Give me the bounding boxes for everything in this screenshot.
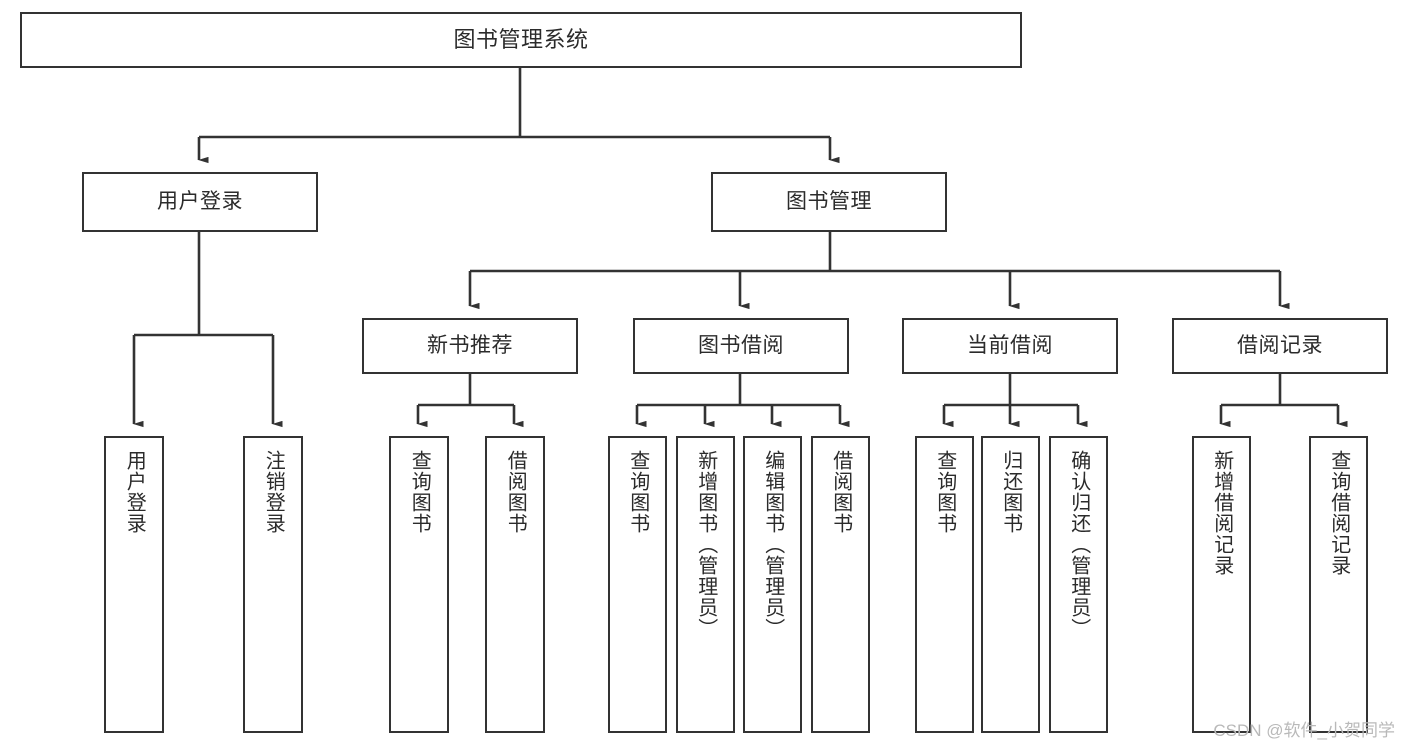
node-label: 编辑图书（管理员）: [761, 450, 784, 639]
leaf-borrow-record-add[interactable]: 新增借阅记录: [1192, 436, 1251, 733]
leaf-current-borrow-confirm-return[interactable]: 确认归还（管理员）: [1049, 436, 1108, 733]
node-label: 新增借阅记录: [1210, 450, 1233, 576]
leaf-current-borrow-query[interactable]: 查询图书: [915, 436, 974, 733]
leaf-new-book-query[interactable]: 查询图书: [389, 436, 449, 733]
node-root-system[interactable]: 图书管理系统: [20, 12, 1022, 68]
node-borrow-record[interactable]: 借阅记录: [1172, 318, 1388, 374]
node-label: 新增图书（管理员）: [694, 450, 717, 639]
node-label: 当前借阅: [967, 334, 1053, 358]
node-label: 新书推荐: [427, 334, 513, 358]
leaf-borrow-record-query[interactable]: 查询借阅记录: [1309, 436, 1368, 733]
node-label: 图书管理: [786, 190, 872, 214]
node-label: 借阅图书: [829, 450, 852, 534]
node-label: 查询借阅记录: [1327, 450, 1350, 576]
node-label: 借阅图书: [504, 450, 527, 534]
leaf-book-borrow-edit[interactable]: 编辑图书（管理员）: [743, 436, 802, 733]
node-new-book-recommend[interactable]: 新书推荐: [362, 318, 578, 374]
node-label: 确认归还（管理员）: [1067, 450, 1090, 639]
leaf-new-book-borrow[interactable]: 借阅图书: [485, 436, 545, 733]
node-label: 借阅记录: [1237, 334, 1323, 358]
node-book-management[interactable]: 图书管理: [711, 172, 947, 232]
leaf-current-borrow-return[interactable]: 归还图书: [981, 436, 1040, 733]
leaf-user-login-logout[interactable]: 注销登录: [243, 436, 303, 733]
node-label: 归还图书: [999, 450, 1022, 534]
leaf-book-borrow-borrow[interactable]: 借阅图书: [811, 436, 870, 733]
watermark: CSDN @软件_小贺同学: [1213, 721, 1395, 740]
node-book-borrow[interactable]: 图书借阅: [633, 318, 849, 374]
node-label: 查询图书: [626, 450, 649, 534]
node-label: 查询图书: [408, 450, 431, 534]
node-label: 图书管理系统: [453, 26, 589, 52]
leaf-book-borrow-add[interactable]: 新增图书（管理员）: [676, 436, 735, 733]
leaf-book-borrow-query[interactable]: 查询图书: [608, 436, 667, 733]
node-label: 用户登录: [123, 450, 146, 534]
node-label: 注销登录: [262, 450, 285, 534]
node-user-login[interactable]: 用户登录: [82, 172, 318, 232]
node-label: 用户登录: [157, 190, 243, 214]
leaf-user-login-login[interactable]: 用户登录: [104, 436, 164, 733]
node-label: 查询图书: [933, 450, 956, 534]
node-label: 图书借阅: [698, 334, 784, 358]
node-current-borrow[interactable]: 当前借阅: [902, 318, 1118, 374]
